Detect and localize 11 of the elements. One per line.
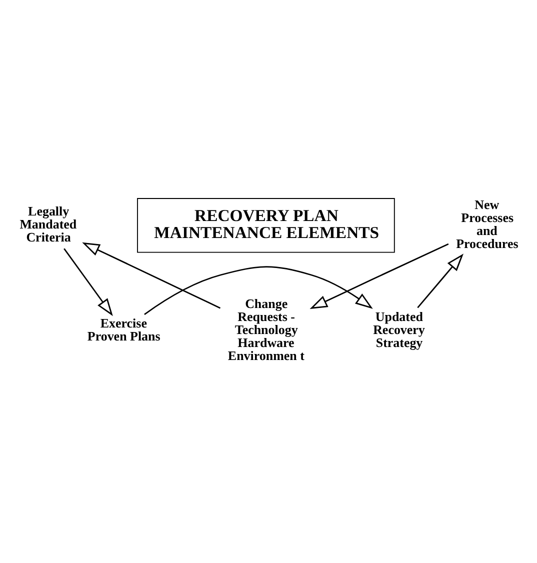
arrow xyxy=(144,266,373,315)
arrow xyxy=(64,248,113,316)
arrow xyxy=(417,254,464,308)
node-text: Legally Mandated Criteria xyxy=(20,203,77,244)
node-text: Change Requests - Technology Hardware Environmen t xyxy=(228,296,304,364)
arrow xyxy=(82,242,221,309)
node-box: RECOVERY PLAN MAINTENANCE ELEMENTS xyxy=(137,198,395,253)
arrow xyxy=(310,243,449,310)
node-text: Exercise Proven Plans xyxy=(87,316,160,344)
node-text: Updated Recovery Strategy xyxy=(373,309,425,350)
node-text: New Processes and Procedures xyxy=(456,196,518,251)
